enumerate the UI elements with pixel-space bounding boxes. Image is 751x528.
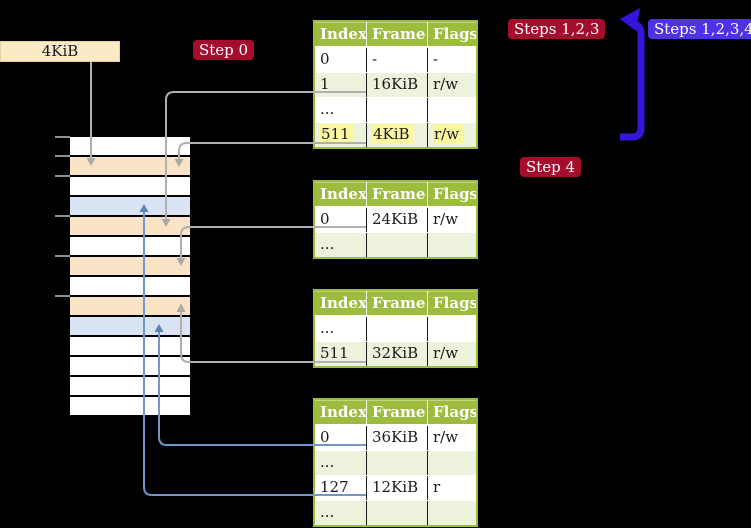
column-header-flags: Flags bbox=[427, 182, 476, 206]
memory-frame-row-11 bbox=[70, 337, 190, 355]
table-cell: 4KiB bbox=[366, 123, 427, 147]
table-cell: ... bbox=[320, 319, 335, 337]
table-cell: ... bbox=[320, 453, 335, 471]
table-cell: r bbox=[427, 476, 476, 500]
table-cell bbox=[427, 501, 476, 525]
table-cell: r/w bbox=[427, 342, 476, 366]
memory-frame-row-13 bbox=[70, 377, 190, 395]
table-row: 511 4KiB r/w bbox=[315, 122, 476, 147]
table-cell bbox=[366, 233, 427, 257]
table-cell: 0 bbox=[320, 210, 330, 228]
table-cell: 1 bbox=[320, 75, 330, 93]
table-cell: 0 bbox=[320, 428, 330, 446]
blue-loop-arrow bbox=[620, 8, 645, 141]
column-header-index: Index bbox=[320, 403, 366, 421]
table-cell: 24KiB bbox=[366, 208, 427, 232]
table-row: ... bbox=[315, 450, 476, 475]
memory-frame-row-2 bbox=[70, 157, 190, 175]
table-cell: 12KiB bbox=[366, 476, 427, 500]
table-cell bbox=[427, 451, 476, 475]
steps-1234-badge: Steps 1,2,3,4 bbox=[648, 19, 751, 39]
table-cell bbox=[427, 317, 476, 341]
table-cell: r/w bbox=[427, 208, 476, 232]
table-cell bbox=[366, 317, 427, 341]
table-cell bbox=[427, 98, 476, 122]
table-cell bbox=[366, 501, 427, 525]
memory-tick-marks bbox=[55, 136, 70, 297]
highlighted-value: r/w bbox=[433, 124, 464, 144]
table-row: ... bbox=[315, 500, 476, 525]
memory-frame-row-1 bbox=[70, 137, 190, 155]
step-0-badge: Step 0 bbox=[193, 40, 255, 60]
table-cell: 32KiB bbox=[366, 342, 427, 366]
table-cell: r/w bbox=[427, 426, 476, 450]
table-row: ... bbox=[315, 316, 476, 341]
highlighted-value: 511 bbox=[320, 124, 354, 144]
table-cell: 16KiB bbox=[366, 73, 427, 97]
table-cell: r/w bbox=[427, 123, 476, 147]
column-header-flags: Flags bbox=[427, 291, 476, 315]
memory-frame-row-14 bbox=[70, 397, 190, 415]
memory-frame-row-6 bbox=[70, 237, 190, 255]
table-cell: 0 bbox=[320, 50, 330, 68]
table-cell: - bbox=[427, 48, 476, 72]
table-cell: 511 bbox=[315, 123, 366, 147]
frame-size-label: 4KiB bbox=[0, 41, 120, 62]
column-header-frame: Frame bbox=[366, 182, 427, 206]
table-cell: ... bbox=[320, 503, 335, 521]
column-header-index: Index bbox=[320, 25, 366, 43]
table-cell: 127 bbox=[320, 478, 349, 496]
step-4-badge: Step 4 bbox=[520, 157, 582, 177]
memory-frame-row-3 bbox=[70, 177, 190, 195]
column-header-index: Index bbox=[320, 185, 366, 203]
table-cell: - bbox=[366, 48, 427, 72]
column-header-frame: Frame bbox=[366, 22, 427, 46]
table-cell bbox=[427, 233, 476, 257]
table-row: 0 -- bbox=[315, 47, 476, 72]
memory-frame-row-8 bbox=[70, 277, 190, 295]
column-header-flags: Flags bbox=[427, 22, 476, 46]
table-cell: 511 bbox=[320, 344, 349, 362]
table-cell: ... bbox=[320, 100, 335, 118]
memory-frame-row-10 bbox=[70, 317, 190, 335]
table-row: ... bbox=[315, 232, 476, 257]
table-cell bbox=[366, 451, 427, 475]
memory-frame-row-4 bbox=[70, 197, 190, 215]
physical-memory-column bbox=[70, 137, 190, 417]
table-cell bbox=[366, 98, 427, 122]
highlighted-value: 4KiB bbox=[372, 124, 414, 144]
column-header-frame: Frame bbox=[366, 291, 427, 315]
table-cell: 36KiB bbox=[366, 426, 427, 450]
table-cell: ... bbox=[320, 235, 335, 253]
column-header-index: Index bbox=[320, 294, 366, 312]
steps-123-badge: Steps 1,2,3 bbox=[508, 19, 606, 39]
table-cell: r/w bbox=[427, 73, 476, 97]
memory-frame-row-7 bbox=[70, 257, 190, 275]
column-header-frame: Frame bbox=[366, 400, 427, 424]
table-row: ... bbox=[315, 97, 476, 122]
memory-frame-row-9 bbox=[70, 297, 190, 315]
memory-frame-row-5 bbox=[70, 217, 190, 235]
memory-frame-row-12 bbox=[70, 357, 190, 375]
column-header-flags: Flags bbox=[427, 400, 476, 424]
